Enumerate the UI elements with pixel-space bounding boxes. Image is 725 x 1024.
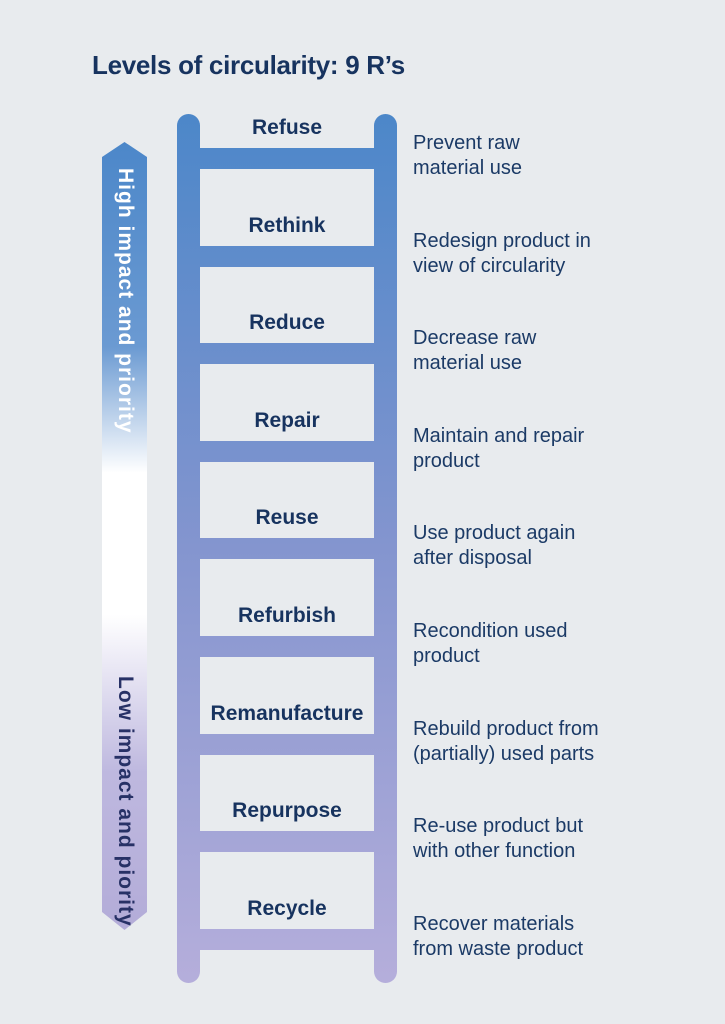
rung-description-remanufacture: Rebuild product from (partially) used pa… [413, 717, 693, 767]
rung-description-repair: Maintain and repair product [413, 424, 693, 474]
description-line: product [413, 645, 480, 667]
ladder-rung [177, 734, 397, 755]
description-line: (partially) used parts [413, 743, 595, 765]
rung-label-refurbish: Refurbish [237, 604, 336, 627]
ladder-rung [177, 343, 397, 364]
rung-description-rethink: Redesign product in view of circularity [413, 229, 693, 279]
impact-priority-arrow [102, 142, 147, 930]
rung-label-remanufacture: Remanufacture [210, 702, 364, 725]
description-line: from waste product [413, 938, 584, 960]
description-line: Recover materials [413, 913, 575, 935]
description-line: Re-use product but [413, 815, 584, 837]
rung-label-reduce: Reduce [249, 311, 325, 334]
rung-description-repurpose: Re-use product but with other function [413, 814, 693, 864]
ladder-rung [177, 636, 397, 657]
rung-description-refurbish: Recondition used product [413, 619, 693, 669]
rung-label-repair: Repair [254, 409, 320, 432]
page-title: Levels of circularity: 9 R’s [92, 50, 405, 80]
rung-label-refuse: Refuse [251, 116, 323, 139]
rung-label-repurpose: Repurpose [232, 799, 342, 822]
description-line: material use [413, 352, 522, 374]
rung-label-recycle: Recycle [247, 897, 327, 920]
ladder-rung [177, 441, 397, 462]
description-line: material use [413, 157, 522, 179]
description-line: Redesign product in [413, 230, 591, 252]
ladder-rung [177, 538, 397, 559]
description-line: Maintain and repair [413, 425, 585, 447]
rung-description-reduce: Decrease raw material use [413, 326, 693, 376]
ladder-rung [177, 929, 397, 950]
ladder-rung [177, 148, 397, 169]
ladder-rung [177, 831, 397, 852]
ladder-rung [177, 246, 397, 267]
rung-description-reuse: Use product again after disposal [413, 521, 693, 571]
rung-description-refuse: Prevent raw material use [413, 131, 693, 181]
description-line: Use product again [413, 522, 576, 544]
description-line: Rebuild product from [413, 718, 599, 740]
description-line: product [413, 450, 480, 472]
description-line: after disposal [413, 547, 532, 569]
description-line: view of circularity [413, 255, 566, 277]
description-line: Prevent raw [413, 132, 520, 154]
rung-label-reuse: Reuse [255, 506, 319, 529]
description-line: with other function [413, 840, 576, 862]
rung-label-rethink: Rethink [248, 214, 326, 237]
high-impact-label: High impact and priority [114, 168, 137, 434]
rung-description-recycle: Recover materials from waste product [413, 912, 693, 962]
description-line: Recondition used [413, 620, 568, 642]
description-line: Decrease raw [413, 327, 537, 349]
low-impact-label: Low impact and piority [114, 676, 137, 927]
